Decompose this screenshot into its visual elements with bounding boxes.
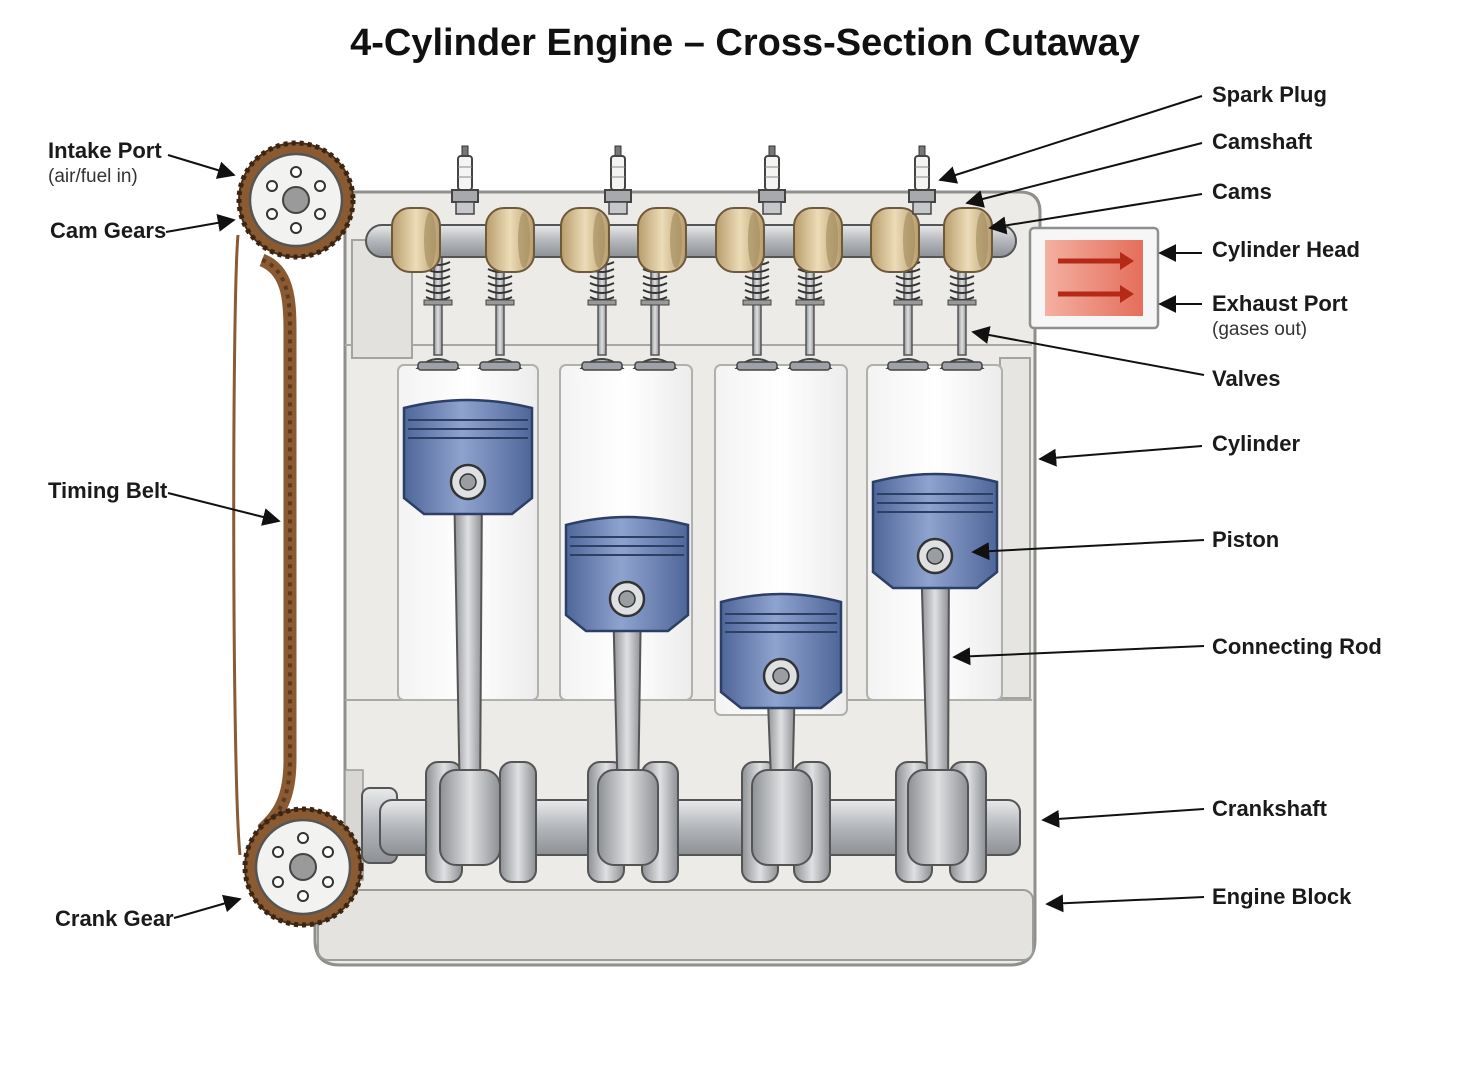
valve [734, 254, 780, 371]
cam-lobe [715, 207, 765, 273]
cam-lobe [485, 207, 535, 273]
connecting-rod [452, 481, 484, 806]
leader-lines [165, 95, 1205, 919]
label-engine-block: Engine Block [1212, 884, 1352, 909]
spark-plug [908, 145, 936, 215]
pistons [402, 398, 999, 866]
leader-cams [988, 193, 1203, 235]
piston-assembly [719, 592, 843, 866]
label-crankshaft: Crankshaft [1212, 796, 1327, 821]
label-crank-gear: Crank Gear [55, 906, 174, 931]
label-timing-belt: Timing Belt [48, 478, 168, 503]
cam-lobe [391, 207, 441, 273]
label-connecting-rod: Connecting Rod [1212, 634, 1382, 659]
spark-plug [604, 145, 632, 215]
leader-valves [971, 326, 1205, 376]
intake-port-text: Intake Port [48, 138, 162, 163]
leader-crank-gear [173, 894, 242, 919]
cam-gear [236, 140, 356, 260]
cam-lobes [391, 207, 993, 273]
label-camshaft: Camshaft [1212, 129, 1313, 154]
leader-spark-plug [938, 95, 1203, 184]
leader-piston [971, 539, 1205, 561]
label-cams: Cams [1212, 179, 1272, 204]
leader-crankshaft [1041, 808, 1205, 828]
spark-plug [758, 145, 786, 215]
timing-belt [232, 234, 297, 856]
piston-assembly [871, 472, 999, 866]
piston-assembly [402, 398, 534, 866]
leader-connecting-rod [952, 645, 1205, 666]
label-piston: Piston [1212, 527, 1280, 552]
cam-lobe [637, 207, 687, 273]
label-exhaust-port: Exhaust Port (gases out) [1212, 291, 1348, 343]
label-valves: Valves [1212, 366, 1281, 391]
rod-big-end [439, 769, 501, 866]
label-cylinder-head: Cylinder Head [1212, 237, 1360, 262]
label-cam-gears: Cam Gears [50, 218, 167, 243]
piston-assembly [564, 515, 690, 866]
diagram-title: 4-Cylinder Engine – Cross-Section Cutawa… [350, 22, 1140, 64]
crank-gear [242, 806, 364, 928]
leader-cam-gears [165, 213, 236, 233]
label-spark-plug: Spark Plug [1212, 82, 1327, 107]
leader-engine-block [1045, 894, 1205, 913]
leader-intake-port [167, 154, 236, 179]
rod-big-end [751, 769, 813, 866]
valve [885, 254, 931, 371]
crank-web [499, 761, 537, 883]
rod-big-end [907, 769, 969, 866]
leader-cylinder [1038, 445, 1203, 467]
intake-port-subtext: (air/fuel in) [48, 166, 138, 187]
valve [415, 254, 461, 371]
exhaust-port-subtext: (gases out) [1212, 319, 1308, 340]
cam-lobe [793, 207, 843, 273]
leader-timing-belt [167, 492, 281, 526]
spark-plugs [451, 145, 936, 215]
valve [787, 254, 833, 371]
leader-camshaft [965, 142, 1203, 208]
exhaust-port-text: Exhaust Port [1212, 291, 1348, 316]
cam-lobe [870, 207, 920, 273]
exhaust-port [1028, 226, 1160, 330]
label-cylinder: Cylinder [1212, 431, 1301, 456]
label-intake-port: Intake Port (air/fuel in) [48, 138, 162, 190]
spark-plug [451, 145, 479, 215]
cam-lobe [560, 207, 610, 273]
cam-lobe [943, 207, 993, 273]
rod-big-end [597, 769, 659, 866]
